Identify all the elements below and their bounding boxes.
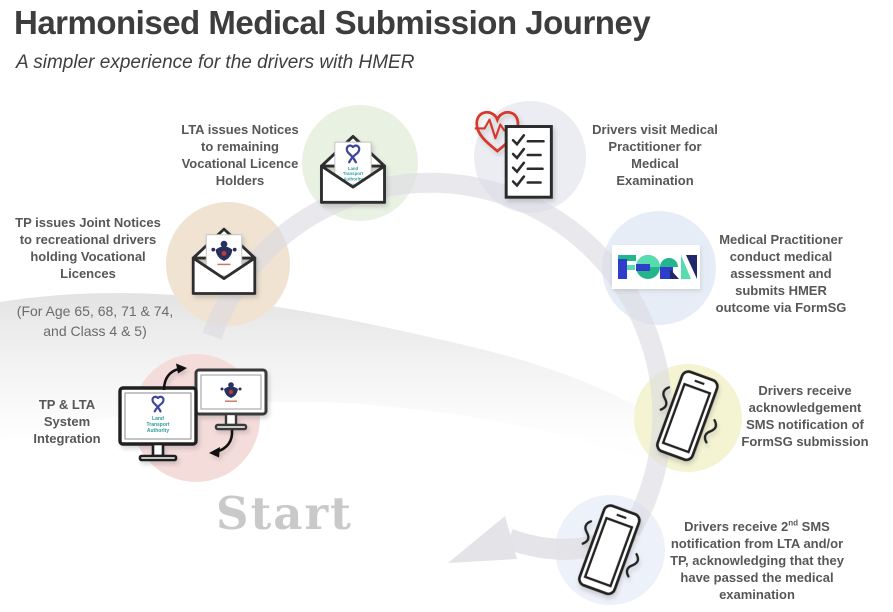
svg-text:Land: Land — [348, 166, 359, 171]
svg-text:Land: Land — [152, 416, 164, 422]
label-integration: TP & LTA System Integration — [33, 397, 101, 446]
svg-text:Transport: Transport — [146, 422, 169, 428]
label-tp-notice: TP issues Joint Notices to recreational … — [15, 215, 161, 281]
superscript-nd: nd — [788, 518, 799, 528]
heart-checklist-icon — [474, 111, 553, 199]
formsg-logo — [612, 245, 700, 289]
start-label: Start — [216, 487, 353, 540]
tp-crest — [211, 240, 237, 266]
lta-logo: Land Transport Authority — [146, 395, 170, 434]
vibrating-phone-icon — [656, 370, 719, 462]
envelope-tp-crest-icon — [191, 227, 257, 295]
label-lta-notice: LTA issues Notices to remaining Vocation… — [181, 122, 299, 188]
svg-text:Authority: Authority — [343, 176, 363, 181]
monitors-sync-icon: Land Transport Authority — [118, 363, 268, 462]
label-medical-visit: Drivers visit Medical Practitioner for M… — [592, 122, 718, 188]
label-formsg-submit: Medical Practitioner conduct medical ass… — [715, 232, 847, 315]
label-sms-result: Drivers receive 2nd SMS notification fro… — [670, 518, 844, 602]
page-title: Harmonised Medical Submission Journey — [14, 4, 651, 41]
svg-text:Transport: Transport — [343, 171, 364, 176]
note-tp-eligibility: (For Age 65, 68, 71 & 74, and Class 4 & … — [16, 303, 174, 339]
svg-text:Authority: Authority — [147, 428, 169, 434]
tp-crest — [220, 382, 242, 402]
vibrating-phone-icon — [578, 504, 641, 596]
envelope-lta-logo-icon: Land Transport Authority — [320, 134, 386, 204]
page-subtitle: A simpler experience for the drivers wit… — [16, 52, 415, 73]
label-sms-ack: Drivers receive acknowledgement SMS noti… — [741, 383, 869, 449]
